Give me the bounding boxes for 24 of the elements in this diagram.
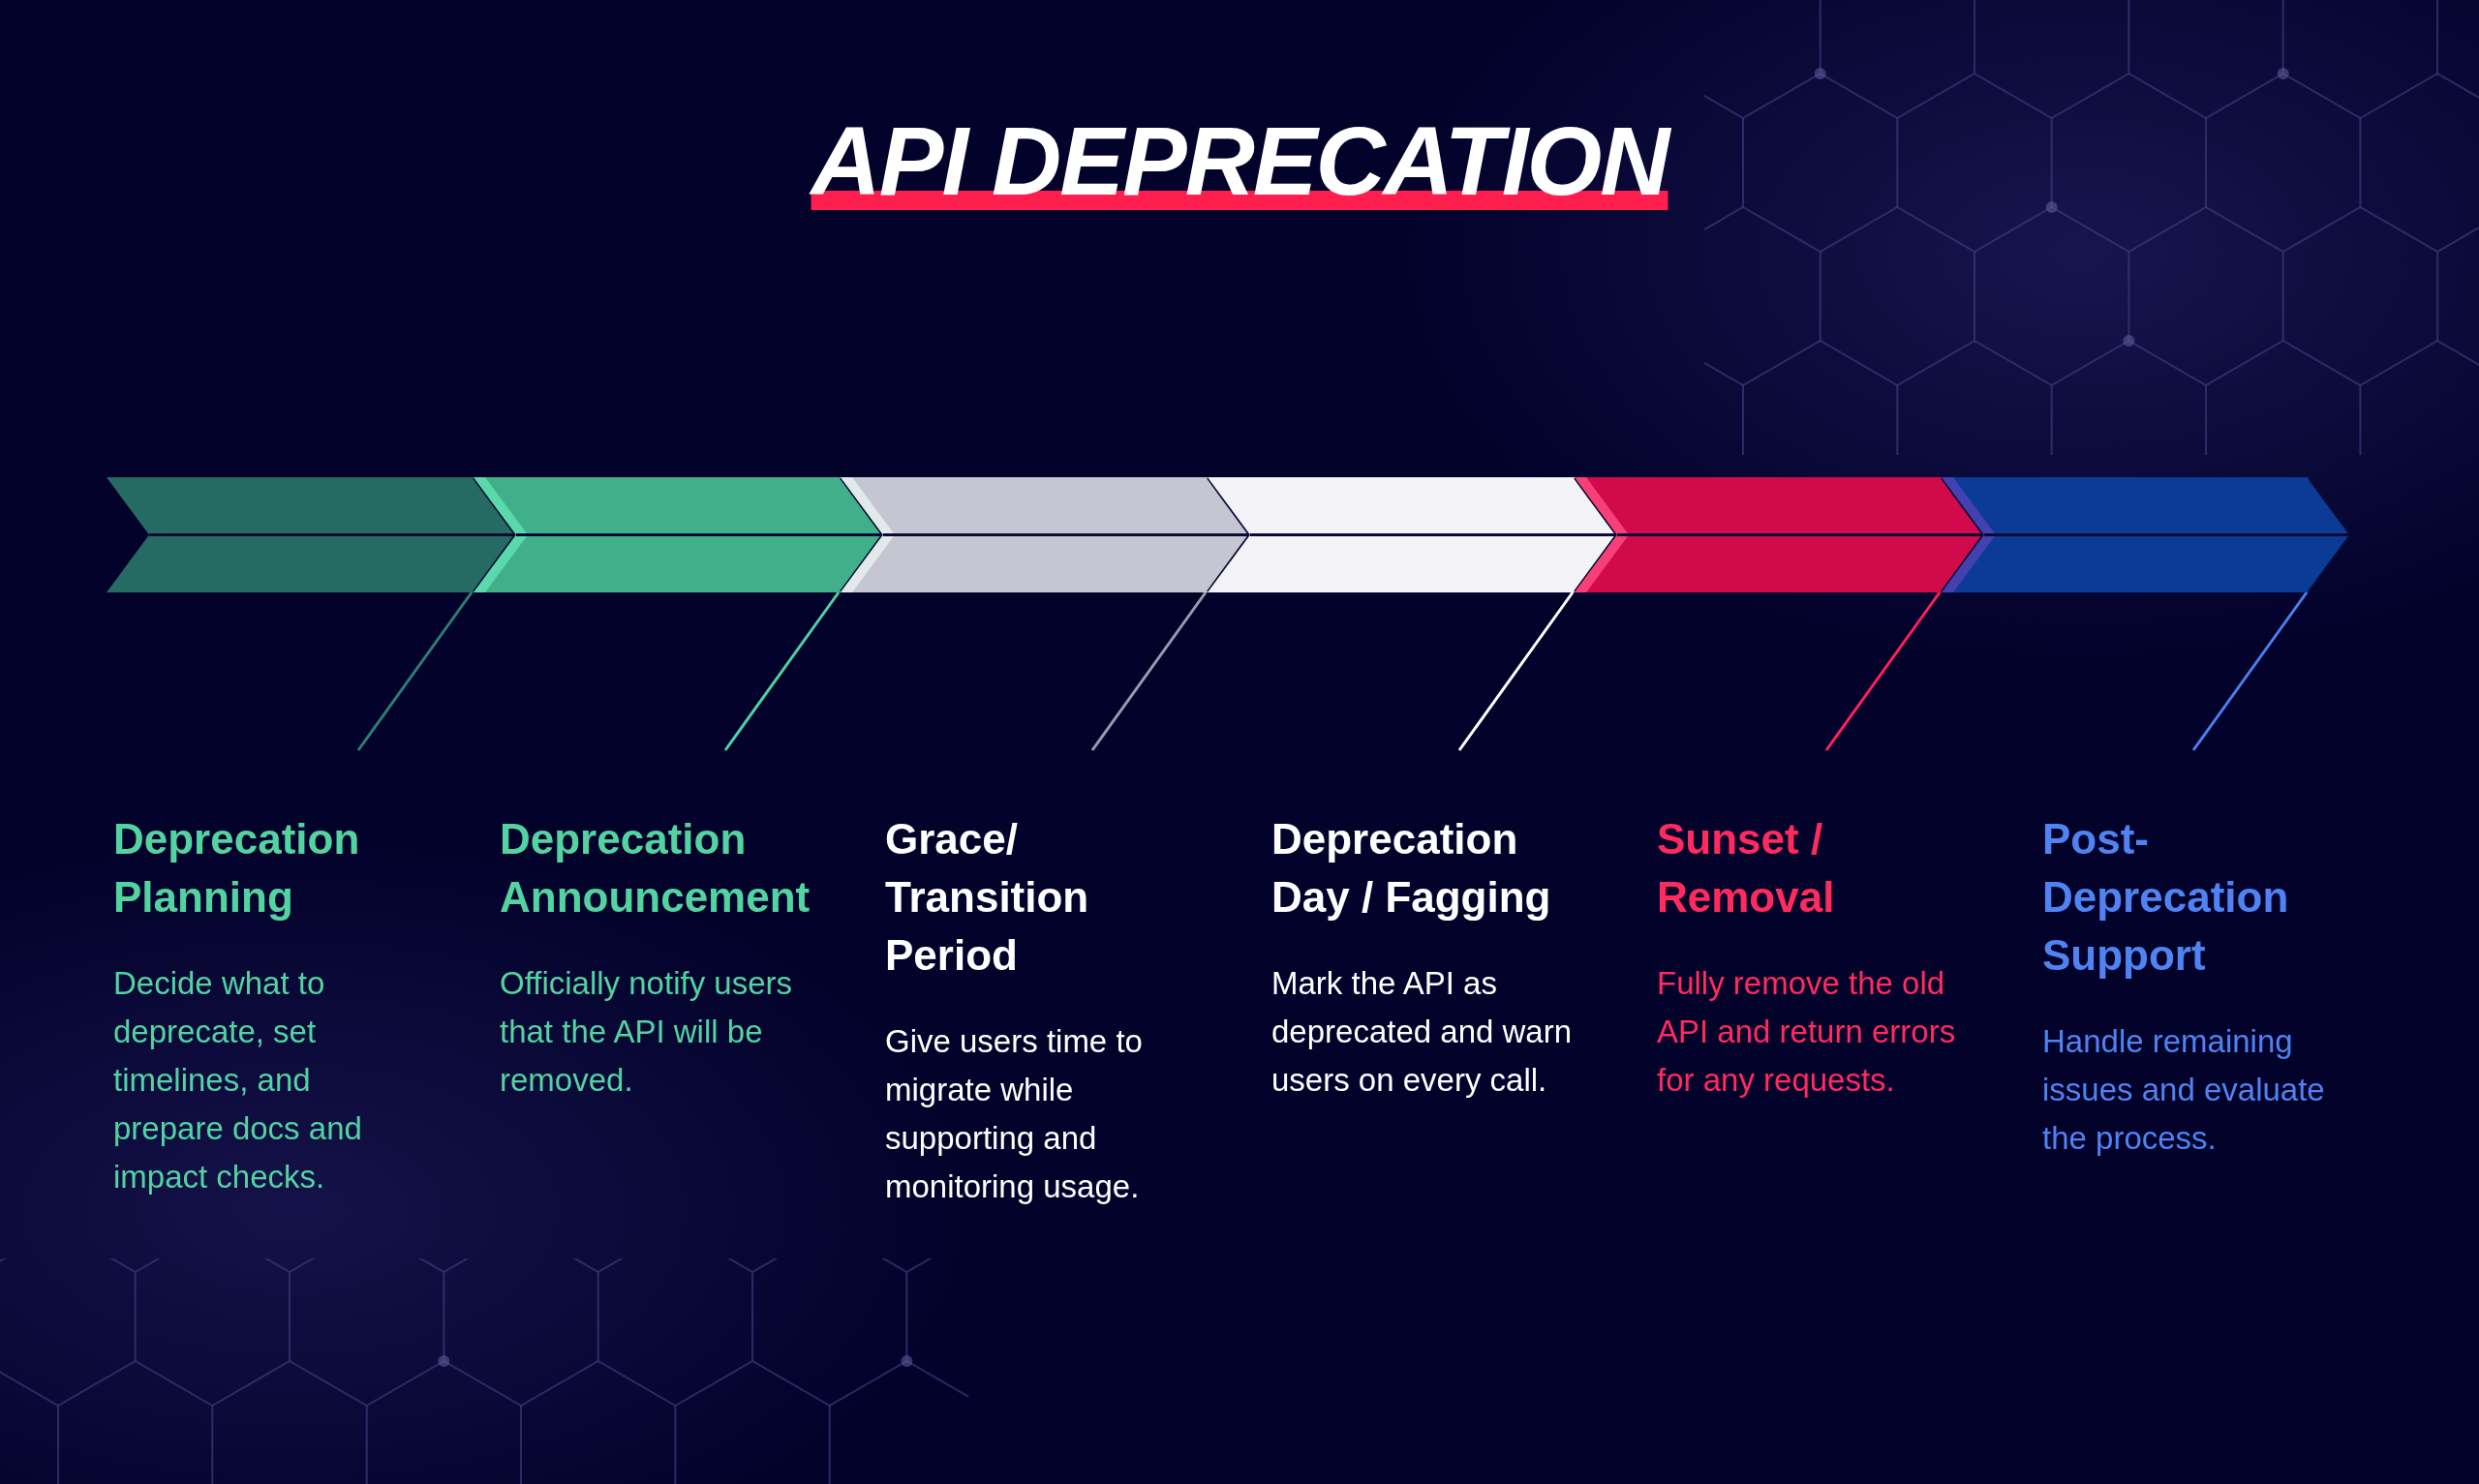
leader-line xyxy=(1457,591,1575,751)
step-title: Post-Deprecation Support xyxy=(2042,814,2290,981)
leader-line xyxy=(2191,591,2309,751)
leader-line xyxy=(356,591,474,751)
leader-line xyxy=(723,591,841,751)
chevron-arrow-segment xyxy=(1575,477,1984,592)
step-title: Grace/ Transition Period xyxy=(885,814,1090,981)
step-title: Deprecation Announcement xyxy=(500,814,811,923)
step-description: Decide what to deprecate, set timelines, and prepare docs and impact checks. xyxy=(113,964,363,1196)
step-description: Give users time to migrate while supporting and monitoring usage. xyxy=(885,1022,1144,1206)
step-description: Handle remaining issues and evaluate the process. xyxy=(2042,1022,2326,1158)
step-title: Sunset / Removal xyxy=(1657,814,1836,923)
chevron-arrow-segment xyxy=(474,477,883,592)
chevron-arrow-segment xyxy=(107,477,516,592)
step-title: Deprecation Planning xyxy=(113,814,361,923)
chevron-arrow-segment xyxy=(1208,477,1617,592)
leader-line xyxy=(1090,591,1208,751)
step-description: Mark the API as deprecated and warn users on every call. xyxy=(1271,964,1574,1100)
chevron-arrow-segment xyxy=(841,477,1250,592)
step-description: Fully remove the old API and return errors for any requests. xyxy=(1657,964,1957,1100)
chevron-arrow-segment xyxy=(1942,477,2351,592)
leader-line xyxy=(1824,591,1942,751)
step-title: Deprecation Day / Fagging xyxy=(1271,814,1552,923)
step-description: Officially notify users that the API will be removed. xyxy=(500,964,793,1100)
